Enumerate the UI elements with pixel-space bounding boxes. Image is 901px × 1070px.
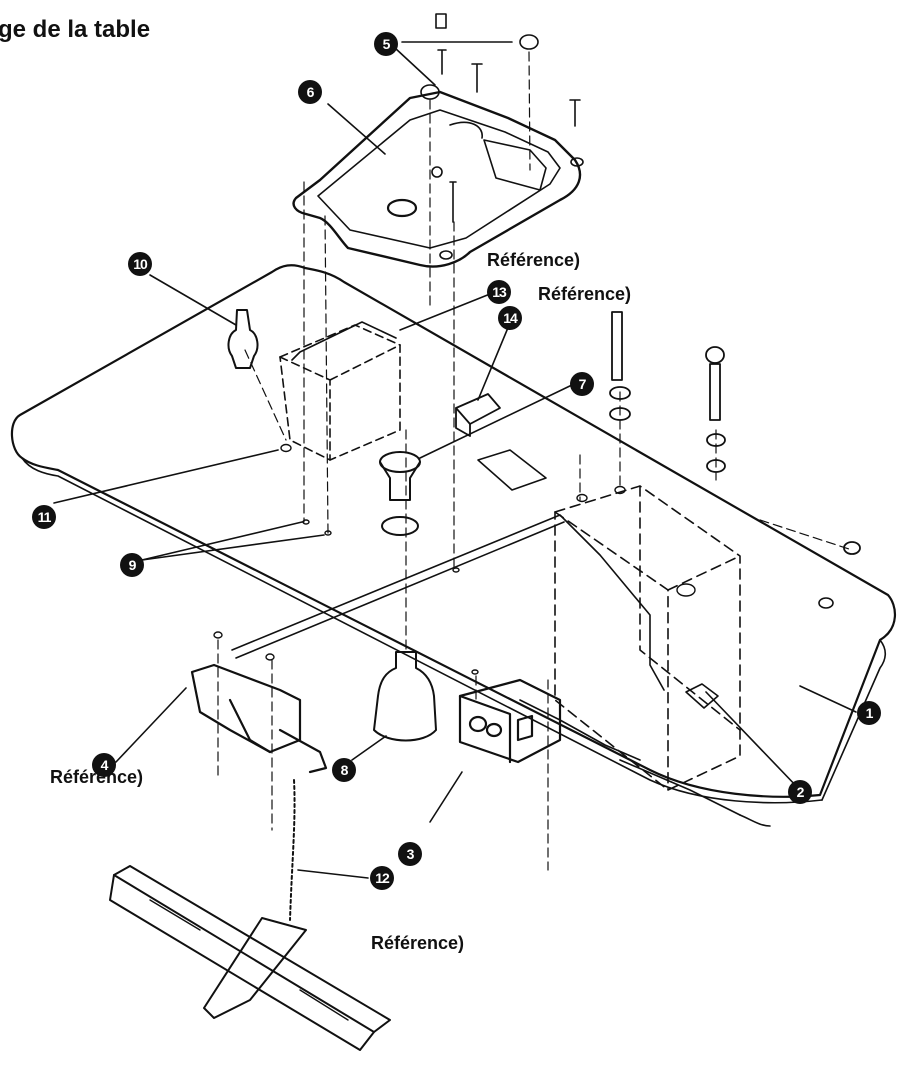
reference-label: Référence) — [371, 933, 465, 953]
top-screws — [420, 13, 581, 223]
callout-11: 11 — [32, 505, 56, 529]
reference-label: Référence) — [50, 767, 144, 787]
knob-10 — [227, 309, 259, 369]
box-13-flange — [291, 321, 397, 361]
part-7 — [379, 451, 421, 536]
long-bolts — [609, 311, 861, 555]
callout-8: 8 — [332, 758, 356, 782]
callout-leaders — [53, 41, 857, 879]
callout-5: 5 — [374, 32, 398, 56]
callout-6: 6 — [298, 80, 322, 104]
part-4 — [190, 663, 328, 774]
callout-4: 4 — [92, 753, 116, 777]
page-title: ge de la table — [0, 16, 151, 43]
callout-14: 14 — [498, 306, 522, 330]
chain-12 — [289, 779, 296, 921]
callout-13: 13 — [487, 280, 511, 304]
callout-12: 12 — [370, 866, 394, 890]
box-13 — [279, 324, 401, 461]
callout-7: 7 — [570, 372, 594, 396]
control-panel-cover — [292, 90, 584, 268]
reference-label: Référence) — [487, 250, 581, 270]
reference-label: Référence) — [538, 284, 632, 304]
callout-2: 2 — [788, 780, 812, 804]
table-top — [10, 264, 896, 804]
callout-1: 1 — [857, 701, 881, 725]
callout-9: 9 — [120, 553, 144, 577]
part-3 — [458, 678, 562, 764]
callout-10: 10 — [128, 252, 152, 276]
callout-3: 3 — [398, 842, 422, 866]
motor-box — [554, 485, 741, 791]
wiring — [231, 514, 771, 827]
pedal — [109, 865, 391, 1051]
part-8 — [373, 651, 437, 742]
switch-14 — [455, 393, 501, 437]
